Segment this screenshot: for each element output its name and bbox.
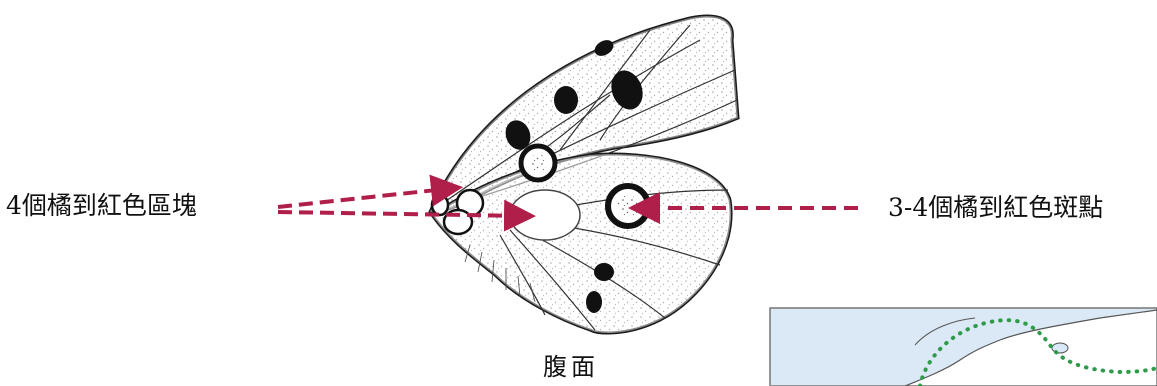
arrow-to-base-patch <box>278 188 455 207</box>
distribution-map <box>770 308 1157 386</box>
butterfly-wing-illustration <box>430 16 738 333</box>
right-annotation-label: 3-4個橘到紅色斑點 <box>888 188 1103 224</box>
figure-caption: 腹面 <box>543 347 599 382</box>
left-annotation-label: 4個橘到紅色區塊 <box>6 186 197 222</box>
